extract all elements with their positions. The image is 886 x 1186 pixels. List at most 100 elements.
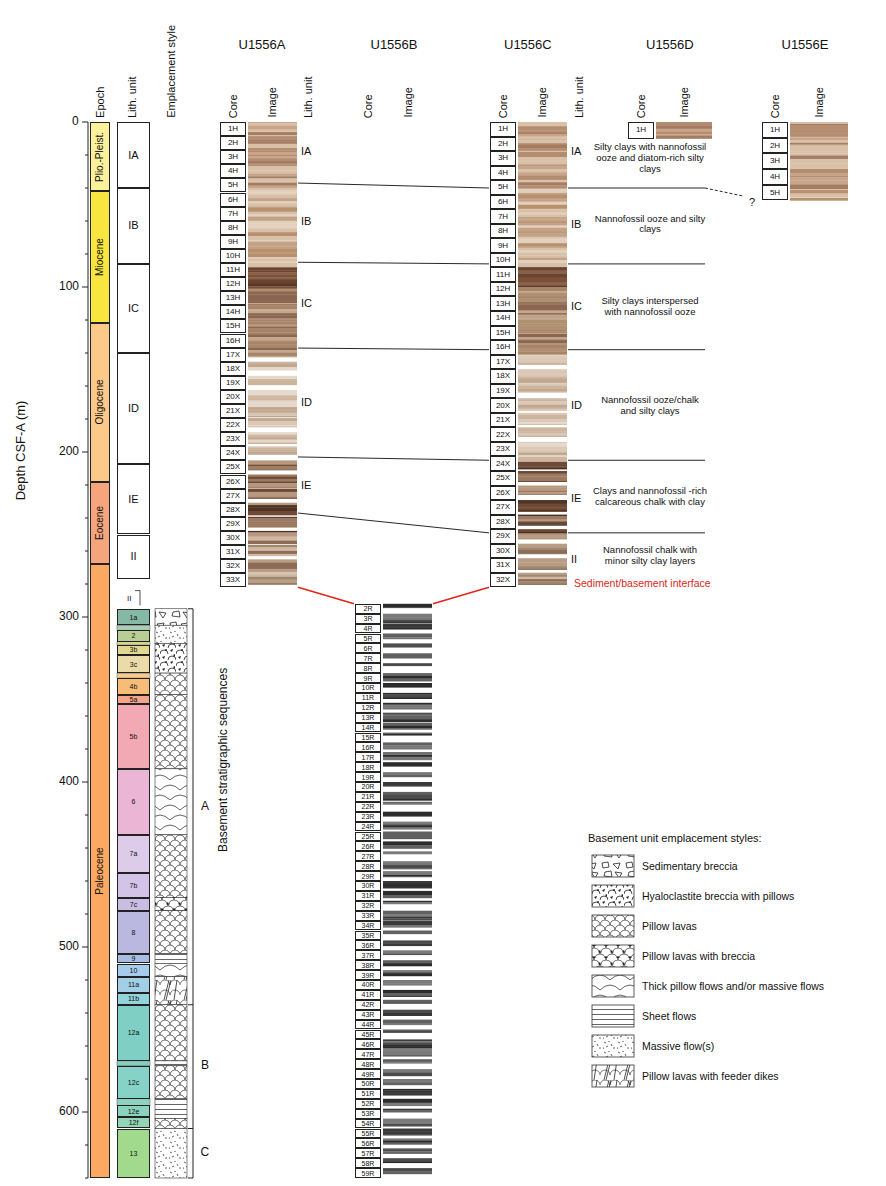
core-image — [518, 538, 567, 539]
unit-name: 38R — [362, 962, 375, 969]
core-box: 4H — [220, 164, 246, 178]
unit-name: 23R — [362, 813, 375, 820]
core-image — [248, 321, 297, 324]
legend-text: Hyaloclastite breccia with pillows — [642, 890, 794, 902]
core-image — [248, 369, 297, 371]
unit-name: 39R — [362, 972, 375, 979]
core-image — [248, 350, 297, 353]
core-image — [383, 841, 432, 845]
core-image — [248, 467, 297, 470]
core-image — [383, 881, 432, 884]
core-image — [383, 931, 432, 935]
unit-name: 44R — [362, 1021, 375, 1028]
core-image — [248, 267, 297, 270]
axis-tick — [85, 650, 88, 651]
core-image — [518, 516, 567, 520]
unit-name: 7c — [130, 901, 137, 908]
core-image — [248, 166, 297, 170]
core-box: 22X — [490, 427, 516, 442]
core-image — [518, 511, 567, 513]
core-image — [518, 363, 567, 365]
unit-name: 16R — [362, 744, 375, 751]
core-image — [518, 340, 567, 344]
core-image — [518, 399, 567, 401]
column-header: Image — [401, 87, 414, 118]
unit-name: 22X — [496, 431, 510, 439]
core-image — [383, 1125, 432, 1127]
unit-label: IB — [571, 218, 581, 231]
unit-label: IC — [571, 300, 582, 313]
unit-name: 9H — [228, 238, 238, 246]
core-box: 27R — [355, 851, 381, 861]
core-image — [383, 812, 432, 816]
core-image — [518, 195, 567, 199]
basement-unit-box: 12e — [117, 1105, 150, 1117]
unit-name: 12f — [129, 1119, 139, 1126]
core-box: 7H — [490, 209, 516, 224]
core-image — [248, 173, 297, 176]
unit-name: 12H — [496, 285, 511, 293]
unit-name: 26X — [226, 478, 240, 486]
unit-name: 58R — [362, 1160, 375, 1167]
unit-name: 34R — [362, 922, 375, 929]
core-box: 27X — [490, 500, 516, 515]
core-box: 46R — [355, 1039, 381, 1049]
lith-unit-box: II — [117, 535, 150, 580]
core-image — [248, 454, 297, 455]
unit-name: 7H — [228, 210, 238, 218]
core-image — [383, 1161, 432, 1163]
core-box: 29R — [355, 871, 381, 881]
core-box: 20R — [355, 782, 381, 792]
unit-name: 3H — [770, 157, 780, 165]
unit-name: 23X — [226, 435, 240, 443]
unit-name: 29X — [496, 532, 510, 540]
core-image — [383, 719, 432, 722]
core-image — [518, 558, 567, 562]
core-image — [248, 319, 297, 321]
core-image — [248, 563, 297, 566]
core-box: 21R — [355, 792, 381, 802]
core-image — [518, 257, 567, 260]
unit-name: 35R — [362, 932, 375, 939]
core-image — [518, 145, 567, 149]
core-image — [518, 140, 567, 143]
core-image — [383, 963, 432, 966]
core-image — [383, 871, 432, 874]
core-box: 49R — [355, 1069, 381, 1079]
core-image — [518, 137, 567, 140]
core-box: 4H — [490, 166, 516, 181]
column-header: Lith. unit — [126, 76, 139, 118]
unit-name: 19R — [362, 774, 375, 781]
core-image — [383, 765, 432, 767]
core-image — [790, 133, 848, 137]
core-image — [383, 1050, 432, 1055]
core-box: 14R — [355, 723, 381, 733]
core-image — [383, 1132, 432, 1135]
core-image — [383, 950, 432, 953]
core-image — [383, 1158, 432, 1161]
core-image — [518, 577, 567, 580]
core-box: 1H — [490, 122, 516, 137]
core-image — [518, 161, 567, 165]
core-image — [383, 895, 432, 898]
core-image — [518, 524, 567, 525]
core-image — [248, 186, 297, 189]
core-image — [383, 705, 432, 709]
basement-unit-box: 4b — [117, 678, 150, 695]
core-box: 55R — [355, 1129, 381, 1139]
core-image — [383, 673, 432, 675]
core-image — [383, 891, 432, 895]
core-image — [248, 416, 297, 418]
core-image — [248, 148, 297, 150]
core-box: 45R — [355, 1030, 381, 1040]
core-image — [248, 452, 297, 454]
core-image — [518, 199, 567, 202]
core-image — [248, 310, 297, 313]
unit-name: 57R — [362, 1150, 375, 1157]
core-image — [518, 419, 567, 422]
core-image — [518, 529, 567, 532]
unit-name: 55R — [362, 1130, 375, 1137]
core-box: 14H — [220, 305, 246, 319]
core-image — [248, 316, 297, 319]
unit-name: IB — [128, 220, 138, 231]
